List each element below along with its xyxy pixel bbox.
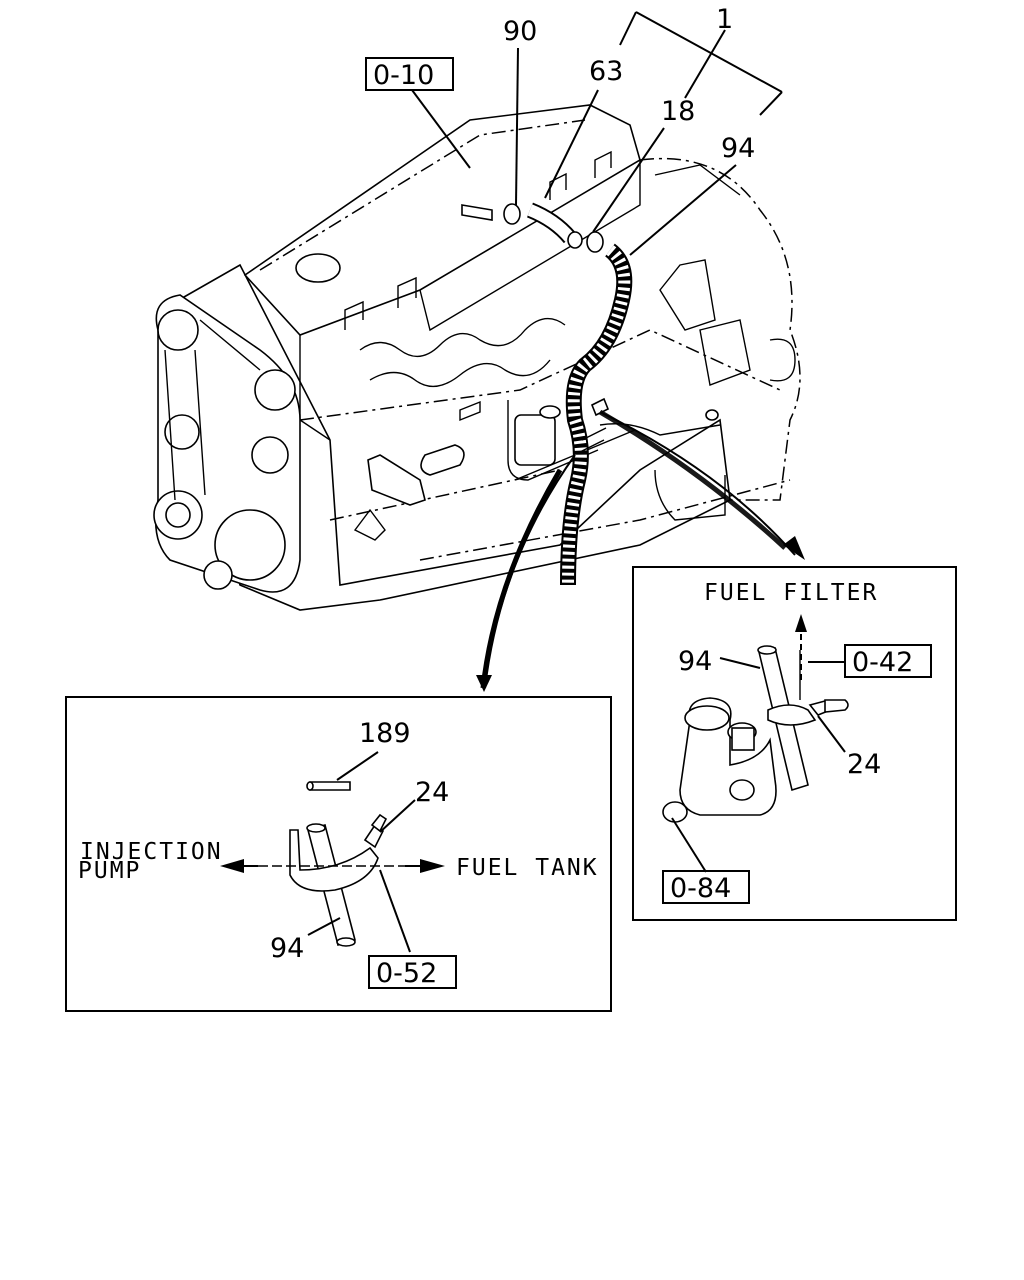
ref-box-0-84[interactable]: 0-84: [662, 870, 750, 904]
left-arrow-icon: [220, 859, 244, 873]
callout-94-left: 94: [270, 933, 304, 964]
right-arrow-icon: [420, 859, 445, 873]
injection-label-line1: INJECTION: [80, 839, 223, 865]
callout-18: 18: [661, 96, 695, 127]
up-arrow-icon: [795, 614, 807, 632]
fuel-tank-label: FUEL TANK: [456, 855, 599, 881]
injection-label-line2: PUMP: [78, 858, 141, 884]
detail-box-injection-pump: 189 24 94 INJECTION PUMP FUEL TANK: [65, 696, 612, 1012]
ref-box-0-52[interactable]: 0-52: [368, 955, 457, 989]
detail-pointers: [476, 409, 805, 692]
callout-63: 63: [589, 56, 623, 87]
callout-90: 90: [503, 16, 537, 47]
ref-0-10-label: 0-10: [373, 60, 434, 91]
callout-1: 1: [716, 4, 733, 35]
ref-0-52-label: 0-52: [376, 958, 437, 989]
ref-0-84-label: 0-84: [670, 873, 731, 904]
callout-24-left: 24: [415, 777, 449, 808]
ref-0-42-label: 0-42: [852, 647, 913, 678]
ref-box-0-10[interactable]: 0-10: [365, 57, 454, 91]
callout-24-right: 24: [847, 749, 881, 780]
callout-leaders: [411, 11, 783, 256]
engine-illustration: [153, 104, 801, 611]
callout-94-right: 94: [678, 646, 712, 677]
detail-box-fuel-filter: FUEL FILTER 94 24: [632, 566, 957, 921]
callout-189: 189: [359, 718, 411, 749]
ref-box-0-42[interactable]: 0-42: [844, 644, 932, 678]
fuel-filter-label: FUEL FILTER: [704, 580, 878, 606]
callout-94: 94: [721, 133, 755, 164]
